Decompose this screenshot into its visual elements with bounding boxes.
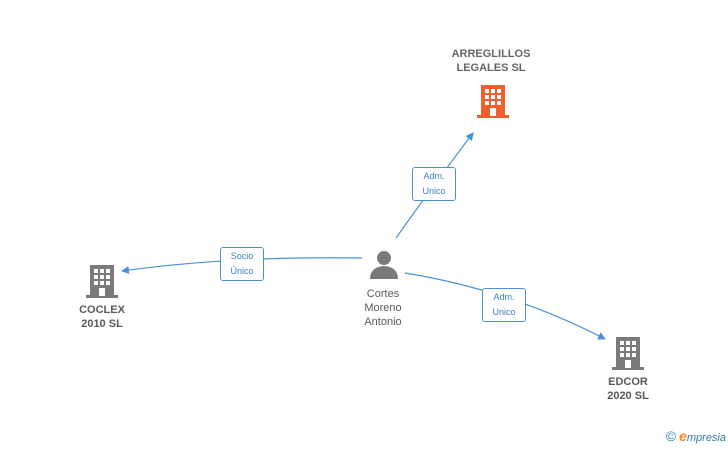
brand-name: empresia	[679, 428, 726, 444]
node-arreglillos-label[interactable]: ARREGLILLOS LEGALES SL	[451, 48, 531, 74]
building-icon[interactable]	[477, 84, 509, 118]
edge-label-socio-unico: Socio Único	[220, 247, 264, 281]
empresia-logo: © empresia	[666, 428, 726, 444]
person-icon[interactable]	[369, 249, 399, 279]
edge-label-adm-unico: Adm. Unico	[482, 288, 526, 322]
building-icon[interactable]	[612, 336, 644, 370]
building-icon[interactable]	[86, 264, 118, 298]
edge-label-adm-unico: Adm. Unico	[412, 167, 456, 201]
node-person-label[interactable]: Cortes Moreno Antonio	[364, 288, 402, 328]
node-edcor-label[interactable]: EDCOR 2020 SL	[607, 376, 649, 402]
copyright-icon: ©	[665, 428, 677, 444]
node-coclex-label[interactable]: COCLEX 2010 SL	[79, 304, 125, 330]
